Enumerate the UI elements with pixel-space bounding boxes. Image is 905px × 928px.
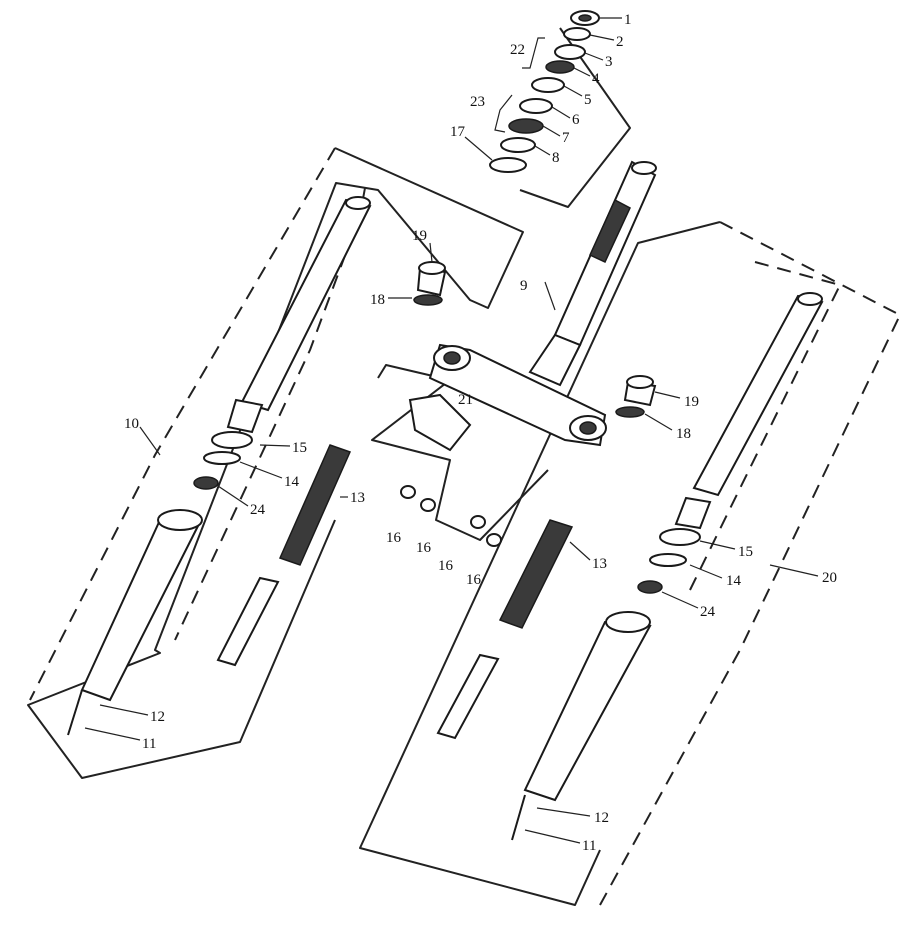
part-7-bearing bbox=[508, 118, 544, 134]
callout-15-right: 15 bbox=[738, 544, 753, 560]
right-fork-leg bbox=[436, 292, 824, 841]
right-damper-rod bbox=[436, 653, 500, 740]
callout-6: 6 bbox=[572, 112, 580, 128]
callout-20: 20 bbox=[822, 570, 837, 586]
right-cap-19-18 bbox=[615, 375, 657, 418]
callout-24-right: 24 bbox=[700, 604, 716, 620]
callout-17: 17 bbox=[450, 124, 466, 140]
callout-2: 2 bbox=[616, 34, 624, 50]
left-fork-outline-dashed bbox=[29, 147, 336, 701]
callout-7: 7 bbox=[562, 130, 570, 146]
leader-lines bbox=[84, 17, 819, 844]
right-fork-inner-dashed bbox=[689, 261, 841, 591]
callout-12-left: 12 bbox=[150, 709, 165, 725]
callout-23: 23 bbox=[470, 94, 485, 110]
left-inner-tube bbox=[240, 198, 372, 412]
part-4-bearing bbox=[545, 60, 575, 74]
part-3-cup bbox=[554, 44, 586, 60]
callout-10: 10 bbox=[124, 416, 139, 432]
bolts-16 bbox=[400, 485, 502, 547]
left-outer-slider bbox=[80, 518, 202, 702]
right-fork-outline-solid bbox=[359, 221, 721, 906]
callout-13-right: 13 bbox=[592, 556, 607, 572]
callout-18-left: 18 bbox=[370, 292, 385, 308]
clamp-bracket bbox=[408, 393, 472, 452]
callout-16-d: 16 bbox=[466, 572, 482, 588]
part-8-race bbox=[500, 137, 536, 153]
callout-19-right: 19 bbox=[684, 394, 699, 410]
callout-21: 21 bbox=[458, 392, 473, 408]
right-inner-tube bbox=[692, 294, 824, 497]
callout-16-c: 16 bbox=[438, 558, 454, 574]
triple-clamp bbox=[408, 343, 607, 452]
callout-16-a: 16 bbox=[386, 530, 402, 546]
callout-16-b: 16 bbox=[416, 540, 432, 556]
callout-8: 8 bbox=[552, 150, 560, 166]
callout-4: 4 bbox=[592, 71, 600, 87]
callout-18-right: 18 bbox=[676, 426, 691, 442]
callout-5: 5 bbox=[584, 92, 592, 108]
callout-15-left: 15 bbox=[292, 440, 307, 456]
center-clamp-outline bbox=[371, 364, 549, 541]
part-17-seal bbox=[489, 157, 527, 173]
callout-9: 9 bbox=[520, 278, 528, 294]
callout-3: 3 bbox=[605, 54, 613, 70]
headset-stack bbox=[489, 10, 600, 173]
callout-22: 22 bbox=[510, 42, 525, 58]
headstock-outline bbox=[519, 27, 631, 208]
callout-11-left: 11 bbox=[142, 736, 156, 752]
left-seal-15 bbox=[211, 431, 253, 449]
left-fork-leg bbox=[67, 196, 372, 736]
left-cap-19-18 bbox=[413, 261, 447, 306]
right-seal-15 bbox=[659, 528, 701, 546]
right-clip-14 bbox=[649, 553, 687, 567]
callout-1: 1 bbox=[624, 12, 632, 28]
callout-11-right: 11 bbox=[582, 838, 596, 854]
right-fork-outline-dashed bbox=[599, 221, 901, 906]
left-spring-13 bbox=[278, 444, 352, 566]
left-bush-24 bbox=[193, 476, 219, 490]
callout-labels: 1 2 22 3 4 23 5 6 17 7 8 19 9 18 21 19 1… bbox=[124, 12, 837, 854]
left-damper-rod bbox=[216, 576, 280, 667]
callout-24-left: 24 bbox=[250, 502, 266, 518]
steering-stem bbox=[528, 160, 657, 387]
part-2-washer bbox=[563, 27, 591, 41]
right-spring-13 bbox=[498, 519, 574, 629]
part-5-race bbox=[531, 77, 565, 93]
right-outer-slider bbox=[523, 620, 652, 802]
left-clip-14 bbox=[203, 451, 241, 465]
callout-12-right: 12 bbox=[594, 810, 609, 826]
callout-14-left: 14 bbox=[284, 474, 300, 490]
callout-19-left: 19 bbox=[412, 228, 427, 244]
callout-13-left: 13 bbox=[350, 490, 365, 506]
part-6-cup bbox=[519, 98, 553, 114]
right-bush-24 bbox=[637, 580, 663, 594]
callout-14-right: 14 bbox=[726, 573, 742, 589]
